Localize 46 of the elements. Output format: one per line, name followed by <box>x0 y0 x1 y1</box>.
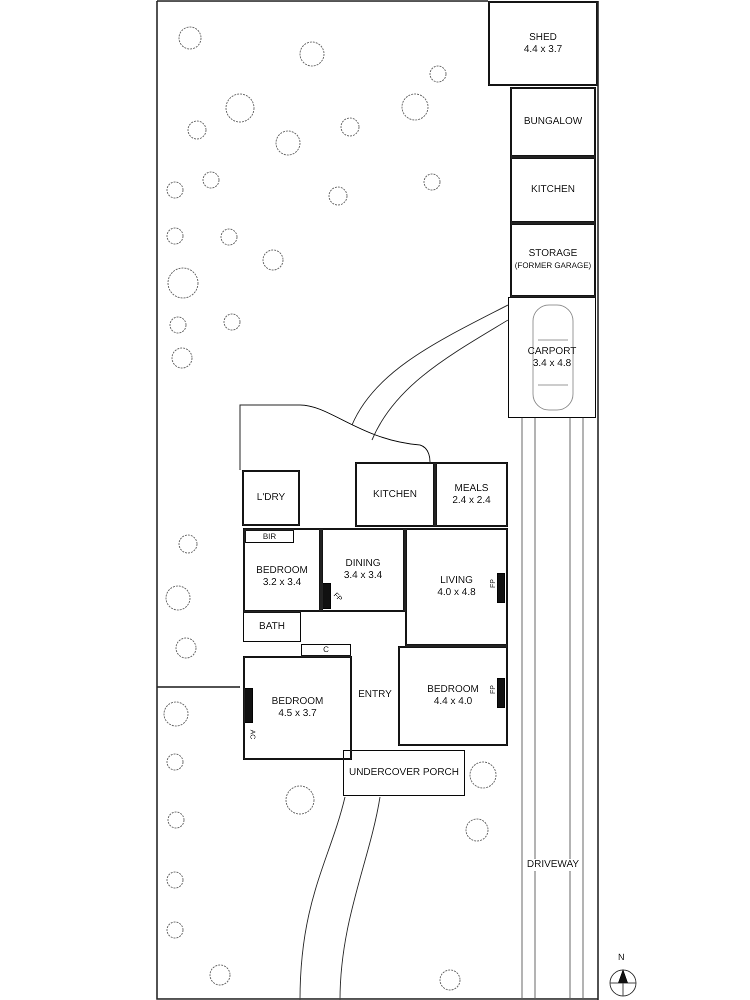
room-dimensions: (FORMER GARAGE) <box>514 260 592 272</box>
room-name: DRIVEWAY <box>524 859 582 871</box>
room-name: BATH <box>259 621 285 633</box>
room-outline <box>301 644 351 656</box>
room-dimensions: 3.4 x 3.4 <box>344 570 382 582</box>
room-name: ENTRY <box>358 689 392 701</box>
room-dimensions: 4.0 x 4.8 <box>437 587 476 599</box>
room-outline <box>508 297 596 418</box>
room-outline <box>243 612 301 642</box>
room-name: BEDROOM <box>427 684 479 696</box>
room-dimensions: 4.5 x 3.7 <box>278 708 317 720</box>
room-outline <box>321 528 405 612</box>
room-dimensions: 4.4 x 4.0 <box>434 696 472 708</box>
room-outline <box>510 87 596 157</box>
room-outline <box>242 470 300 526</box>
room-name: SHED <box>529 32 557 44</box>
room-outline <box>343 750 465 796</box>
room-name: BEDROOM <box>256 565 308 577</box>
room-outline <box>405 528 508 646</box>
room-outline <box>243 528 321 612</box>
room-outline <box>510 223 596 297</box>
room-name: C <box>323 644 329 656</box>
room-name: STORAGE <box>528 248 578 260</box>
room-name: CARPORT <box>528 346 576 358</box>
room-outline <box>398 646 508 746</box>
room-name: LIVING <box>440 575 473 587</box>
room-name: MEALS <box>454 482 488 494</box>
room-name: BEDROOM <box>272 696 324 708</box>
room-name: L'DRY <box>256 492 286 504</box>
room-name: UNDERCOVER PORCH <box>348 767 459 779</box>
room-outline <box>355 462 435 527</box>
room-outline <box>510 157 596 223</box>
room-outline <box>245 530 294 543</box>
room-dimensions: 3.2 x 3.4 <box>262 577 302 589</box>
room-outline <box>243 656 352 760</box>
room-name: KITCHEN <box>531 184 575 196</box>
room-dimensions: 3.4 x 4.8 <box>532 358 572 370</box>
room-name: BIR <box>262 530 276 542</box>
room-dimensions: 2.4 x 2.4 <box>452 494 491 506</box>
room-name: KITCHEN <box>373 488 417 500</box>
room-dimensions: 4.4 x 3.7 <box>524 44 562 56</box>
room-outline <box>435 462 508 527</box>
north-label: N <box>618 952 624 962</box>
room-name: DINING <box>346 558 380 570</box>
room-outline <box>488 1 598 86</box>
room-name: BUNGALOW <box>524 116 582 128</box>
